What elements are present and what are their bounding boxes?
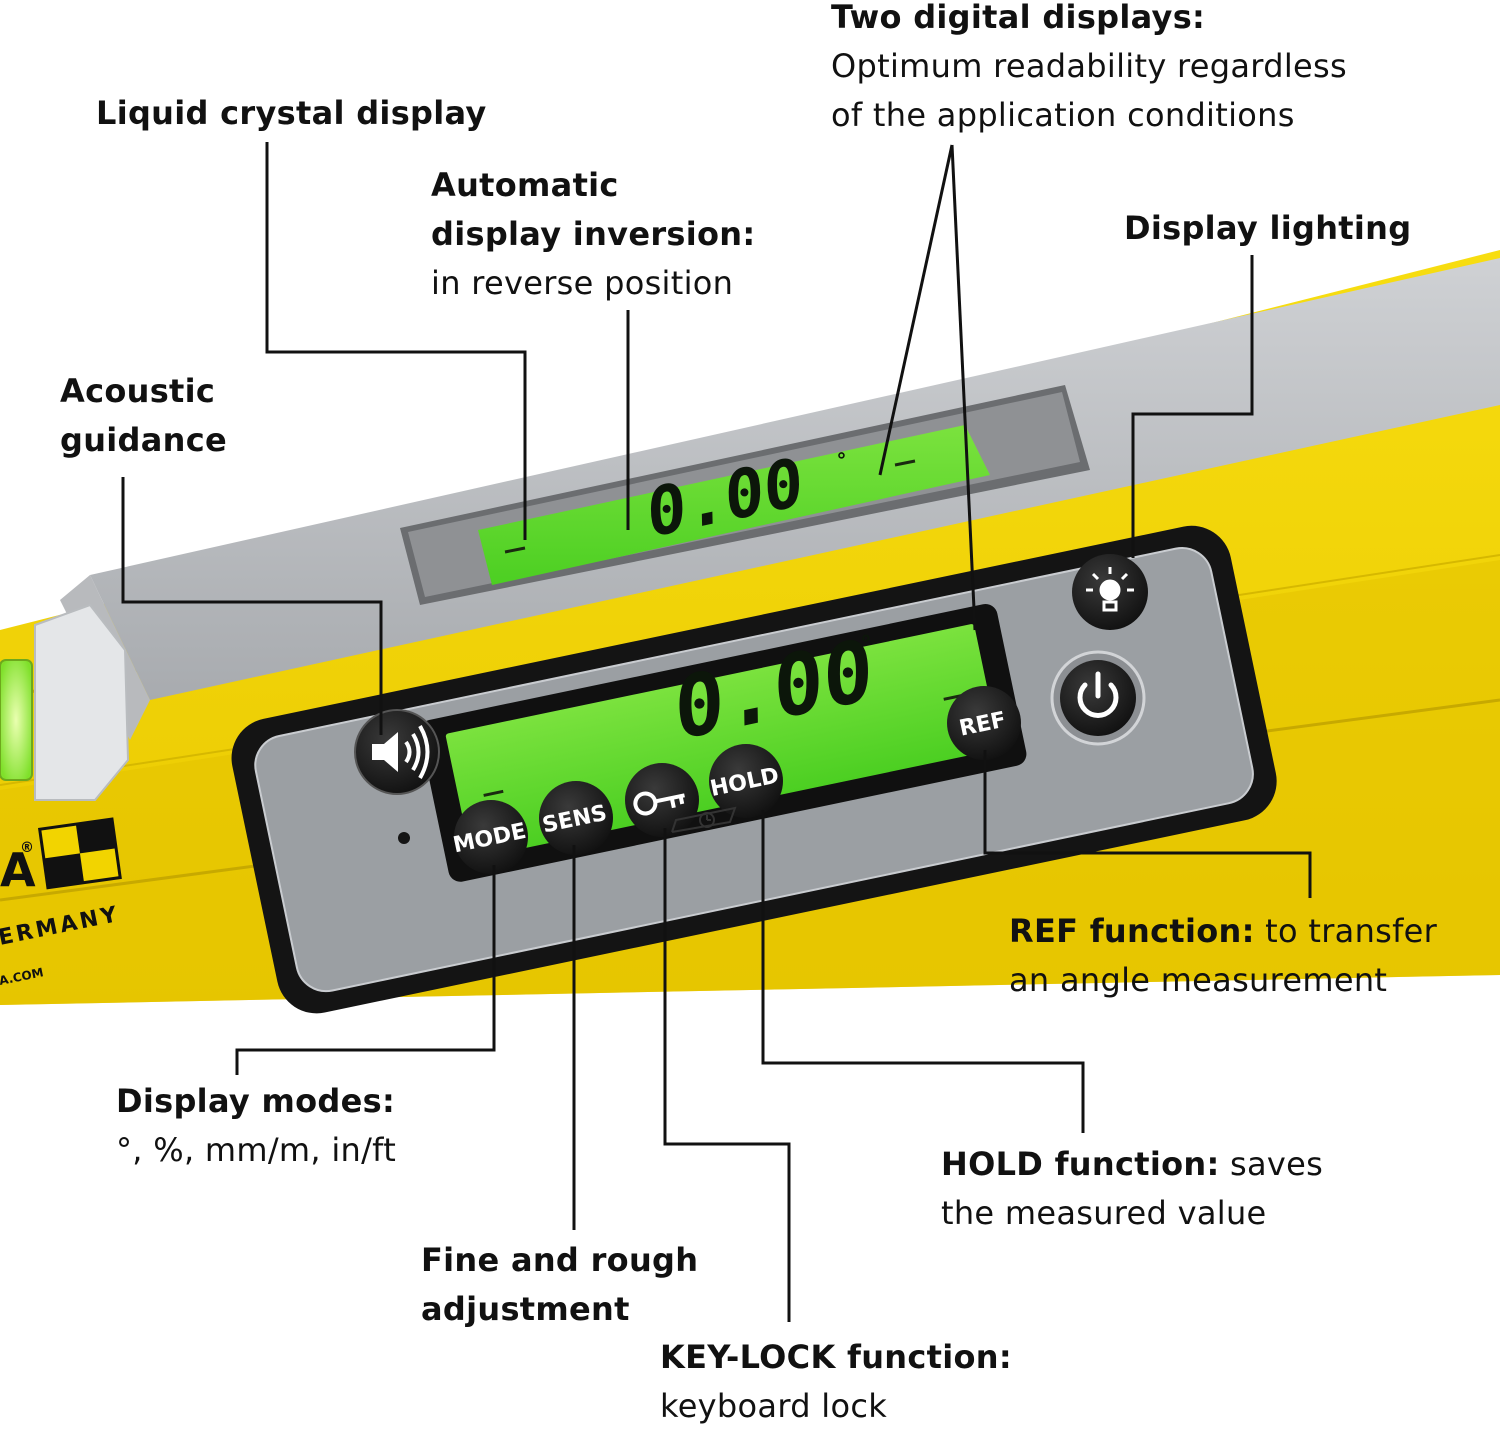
callout-title: adjustment xyxy=(421,1290,630,1328)
svg-text:®: ® xyxy=(20,840,34,856)
callout-title: Acoustic xyxy=(60,372,216,410)
sens-button: SENS xyxy=(539,781,613,855)
bubble-vial-icon xyxy=(0,659,33,781)
callout-title: REF function: xyxy=(1009,912,1255,950)
end-cap xyxy=(34,603,130,801)
power-button xyxy=(1050,650,1146,746)
clock-icon xyxy=(671,806,737,833)
key-icon xyxy=(633,791,685,816)
hold-button: HOLD xyxy=(708,744,783,818)
light-bulb-icon xyxy=(1086,567,1134,612)
callout-inversion: Automatic display inversion: in reverse … xyxy=(431,161,755,308)
callout-title: Display modes: xyxy=(116,1082,396,1120)
callout-description: Optimum readability regardless xyxy=(831,47,1347,85)
power-icon xyxy=(1077,671,1119,718)
top-lcd-screen xyxy=(478,425,990,585)
callout-title: guidance xyxy=(60,421,228,459)
callout-title: Fine and rough xyxy=(421,1241,699,1279)
callout-hold: HOLD function: saves the measured value xyxy=(941,1140,1323,1238)
callout-title: Two digital displays: xyxy=(831,0,1206,36)
callout-acoustic: Acoustic guidance xyxy=(60,367,227,465)
callout-display-modes: Display modes: °, %, mm/m, in/ft xyxy=(116,1077,396,1175)
callout-description: saves xyxy=(1219,1145,1324,1183)
callout-description: °, %, mm/m, in/ft xyxy=(116,1131,397,1169)
callout-description: an angle measurement xyxy=(1009,961,1388,999)
light-button xyxy=(1072,554,1148,630)
callout-title: HOLD function: xyxy=(941,1145,1220,1183)
acoustic-button xyxy=(354,709,440,795)
keylock-button xyxy=(625,763,699,837)
callout-title: display inversion: xyxy=(431,215,756,253)
callout-display-lighting: Display lighting xyxy=(1124,204,1411,253)
callout-title: Automatic xyxy=(431,166,619,204)
callout-title: KEY-LOCK function: xyxy=(660,1338,1012,1376)
ref-button: REF xyxy=(947,686,1021,760)
brand-logo: A ® xyxy=(0,817,122,897)
callout-description: of the application conditions xyxy=(831,96,1295,134)
callout-ref: REF function: to transfer an angle measu… xyxy=(1009,907,1437,1005)
callout-description: to transfer xyxy=(1254,912,1438,950)
speaker-icon xyxy=(372,725,430,779)
callout-liquid-crystal: Liquid crystal display xyxy=(96,89,487,138)
callout-keylock: KEY-LOCK function: keyboard lock xyxy=(660,1333,1012,1431)
svg-text:°: ° xyxy=(858,631,876,658)
callout-title: Liquid crystal display xyxy=(96,94,487,132)
svg-text:A: A xyxy=(0,843,36,897)
callout-description: keyboard lock xyxy=(660,1387,888,1425)
callout-fine-rough: Fine and rough adjustment xyxy=(421,1236,698,1334)
callout-two-displays: Two digital displays: Optimum readabilit… xyxy=(831,0,1347,140)
callout-description: in reverse position xyxy=(431,264,734,302)
mode-button: MODE xyxy=(451,800,528,874)
callout-title: Display lighting xyxy=(1124,209,1412,247)
svg-text:°: ° xyxy=(834,447,851,473)
callout-description: the measured value xyxy=(941,1194,1267,1232)
